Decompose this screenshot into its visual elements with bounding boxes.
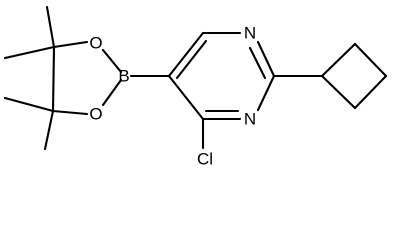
bond-cyclobutyl-4 [320,74,357,110]
bond-methyl-1 [45,5,56,49]
atom-label-oxygen-upper: O [89,34,102,53]
bond-methyl-2 [3,45,56,60]
bond-n1-c2-double [248,46,267,80]
bond-cyclobutyl-2 [353,42,388,78]
atom-label-nitrogen-upper: N [244,24,256,43]
atom-label-chlorine: Cl [197,150,213,169]
bond-c4-c5 [167,74,205,121]
bond-c2-n3 [256,74,276,112]
bond-o-upper-c [52,40,89,49]
bond-c5-c6-double [175,39,208,80]
atom-label-oxygen-lower: O [89,105,102,124]
bond-methyl-4 [43,109,55,151]
bond-cyclobutyl-3 [353,74,388,110]
pyrimidine-ring [167,31,276,121]
bond-c-c-ring [51,45,56,113]
bond-methyl-3 [3,96,55,113]
bond-n1-c2 [256,40,276,78]
bond-cyclobutyl-1 [320,42,357,78]
atom-label-boron: B [118,67,129,86]
cyclobutyl-group [272,42,388,110]
bond-b-o-upper [101,48,123,74]
chemical-structure-diagram: B O O N N Cl [3,5,388,169]
bond-b-o-lower [101,78,123,107]
bond-o-lower-c [51,109,89,116]
pinacol-boronate-group [3,5,123,151]
bond-c5-c6 [167,31,205,78]
atom-label-nitrogen-lower: N [244,110,256,129]
